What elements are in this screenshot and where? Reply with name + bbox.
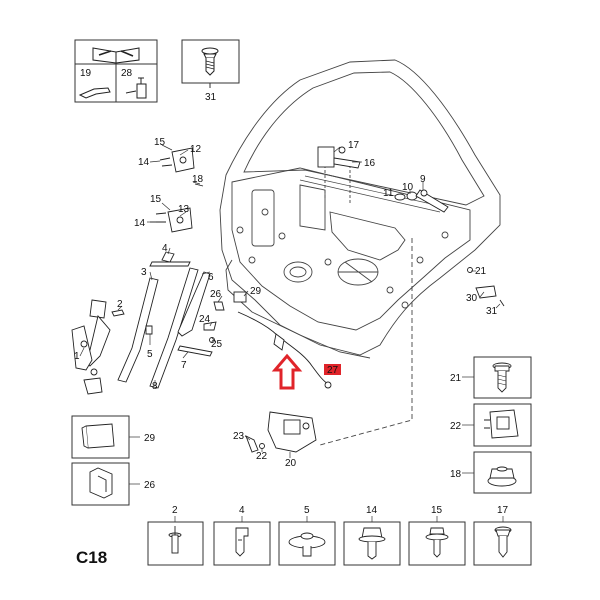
bottom-box-4-number: 4	[239, 505, 245, 516]
foam-pad-icon	[81, 423, 115, 449]
callout-4: 4	[162, 243, 168, 254]
legend-item-19-number: 19	[80, 68, 92, 79]
bracket-clip-icon	[89, 467, 113, 499]
callout-18-upper: 18	[192, 174, 204, 185]
right-box-22-number: 22	[450, 421, 462, 432]
bottom-box-5: 5	[278, 505, 336, 566]
glass-run-4	[149, 251, 191, 267]
callout-16: 16	[364, 158, 376, 169]
washer-bolt-icon	[425, 527, 449, 558]
grease-gun-icon	[125, 77, 147, 99]
callout-11: 11	[383, 188, 394, 199]
bottom-box-15: 15	[408, 505, 466, 566]
window-regulator	[71, 299, 111, 395]
workshop-manual-icon	[92, 47, 140, 64]
bottom-box-17: 17	[473, 505, 532, 566]
callout-25: 25	[211, 339, 223, 350]
callout-30: 30	[466, 293, 478, 304]
callout-8: 8	[152, 381, 158, 392]
door-shell-drawing	[219, 59, 501, 446]
pad-29	[233, 291, 247, 303]
rivet-icon	[168, 526, 182, 554]
upper-hinge	[159, 147, 204, 187]
flange-bolt-icon	[358, 527, 386, 560]
legend-box: 19 28	[74, 39, 158, 103]
callout-5: 5	[147, 349, 153, 360]
bottom-box-14: 14	[343, 505, 401, 566]
callout-17: 17	[348, 140, 360, 151]
right-box-22: 22	[450, 403, 532, 447]
seal-strip-7	[177, 345, 213, 357]
screw-icon	[201, 47, 219, 76]
bottom-box-5-number: 5	[304, 505, 310, 516]
lock-actuator-icon	[484, 409, 519, 439]
callout-1: 1	[74, 351, 80, 362]
bottom-box-2: 2	[147, 505, 204, 566]
bolt-icon	[492, 362, 512, 393]
inner-handle	[394, 189, 449, 213]
callout-14-upper: 14	[138, 157, 150, 168]
top-part-number: 31	[205, 92, 217, 103]
callout-3: 3	[141, 267, 147, 278]
callout-24: 24	[199, 314, 211, 325]
callout-6: 6	[208, 272, 214, 283]
callout-13: 13	[178, 204, 190, 215]
left-box-29-number: 29	[144, 433, 156, 444]
callout-27: 27	[327, 365, 339, 376]
left-box-29: 29	[71, 415, 156, 459]
callout-15-upper: 15	[154, 137, 166, 148]
callout-2: 2	[117, 299, 123, 310]
diagram-code: C18	[76, 548, 107, 567]
right-box-18-number: 18	[450, 469, 462, 480]
callout-23: 23	[233, 431, 245, 442]
flange-nut-icon	[487, 466, 517, 487]
bottom-row: 2 4 5	[147, 505, 532, 566]
callout-26: 26	[210, 289, 222, 300]
bottom-box-4: 4	[213, 505, 271, 566]
highlight-arrow-icon	[271, 353, 303, 390]
callout-7: 7	[181, 360, 187, 371]
left-box-26: 26	[71, 462, 156, 506]
rivet-2	[111, 309, 125, 317]
legend-item-28-number: 28	[121, 68, 133, 79]
top-part-box: 31	[181, 39, 240, 103]
callout-numbers: 17 16 15 12 14 18 15 13 14 11 10 9 4 3 6…	[74, 137, 498, 469]
bottom-box-17-number: 17	[497, 505, 509, 516]
callout-12: 12	[190, 144, 202, 155]
callout-22: 22	[256, 451, 268, 462]
screw-icon	[494, 526, 512, 558]
door-check-strap	[317, 146, 361, 169]
callout-15-lower: 15	[150, 194, 162, 205]
left-box-26-number: 26	[144, 480, 156, 491]
right-box-21-number: 21	[450, 373, 462, 384]
lower-hinge	[150, 207, 193, 233]
callout-27-highlight: 27	[324, 364, 341, 376]
clip-icon	[235, 527, 249, 557]
clip-5	[145, 325, 153, 335]
bottom-box-15-number: 15	[431, 505, 443, 516]
window-channel-3	[117, 277, 159, 383]
pry-tool-icon	[78, 87, 111, 99]
bottom-box-14-number: 14	[366, 505, 378, 516]
right-box-21: 21	[450, 356, 532, 399]
callout-31: 31	[486, 306, 498, 317]
callout-14-lower: 14	[134, 218, 146, 229]
right-box-18: 18	[450, 451, 532, 494]
callout-29: 29	[250, 286, 262, 297]
push-clip-icon	[288, 532, 326, 557]
callout-21: 21	[475, 266, 487, 277]
window-channel-6-8	[149, 267, 211, 389]
door-lock	[245, 411, 317, 453]
callout-20: 20	[285, 458, 297, 469]
leader-lines	[79, 144, 501, 458]
bottom-box-2-number: 2	[172, 505, 178, 516]
callout-9: 9	[420, 174, 426, 185]
callout-10: 10	[402, 182, 414, 193]
release-cable	[237, 311, 332, 389]
